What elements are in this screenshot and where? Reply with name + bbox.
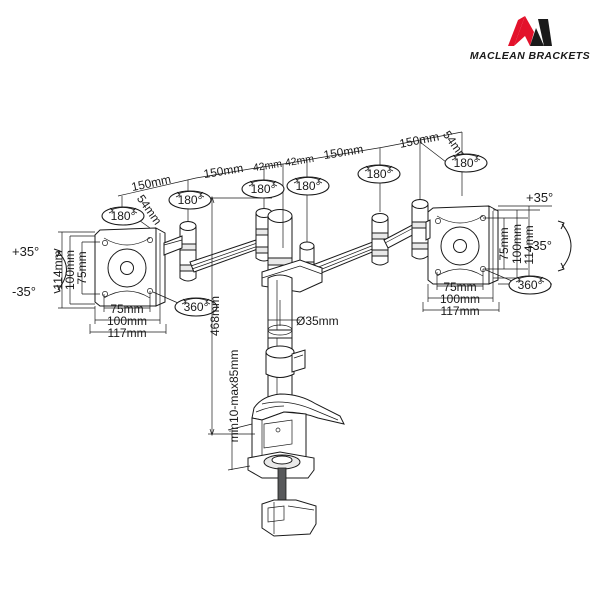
left-width-117-label: 117mm bbox=[107, 326, 146, 340]
center-left-gap-label: 42mm bbox=[252, 158, 283, 174]
left-rotation-label: 360° bbox=[184, 300, 209, 314]
right-inner-arm-label: 150mm bbox=[323, 142, 365, 162]
right-height-100-label: 100mm bbox=[510, 224, 524, 264]
left-tilt-arc bbox=[53, 248, 67, 294]
right-width-117-label: 117mm bbox=[440, 304, 479, 318]
logo-wordmark: MACLEAN BRACKETS bbox=[470, 50, 590, 62]
badge-left-inner-180: 180° bbox=[168, 190, 212, 210]
right-inner-joint bbox=[371, 213, 389, 266]
center-pole bbox=[265, 274, 306, 404]
badge-center-left-180-label: 180° bbox=[251, 182, 276, 196]
right-vesa-plate bbox=[427, 205, 499, 285]
badge-right-outer-180-label: 180° bbox=[454, 156, 479, 170]
left-width-100-label: 100mm bbox=[107, 314, 147, 328]
badge-left-outer-180: 180° bbox=[101, 206, 145, 226]
left-height-75-label: 75mm bbox=[75, 251, 89, 284]
clamp-range-label: min10-max85mm bbox=[227, 350, 241, 443]
column-height-label: 468mm bbox=[208, 296, 222, 336]
right-width-75-label: 75mm bbox=[443, 280, 476, 294]
brand-logo: MACLEAN BRACKETS bbox=[452, 14, 592, 62]
left-vertical-dims bbox=[58, 231, 100, 309]
badge-left-outer-180-label: 180° bbox=[111, 209, 136, 223]
right-rotation-badge: 360° bbox=[485, 269, 552, 295]
mount-arms-assembly bbox=[163, 199, 431, 301]
badge-right-inner-180: 180° bbox=[357, 164, 401, 184]
pole-diameter-label: Ø35mm bbox=[296, 314, 339, 328]
badge-left-inner-180-label: 180° bbox=[178, 193, 203, 207]
right-rotation-label: 360° bbox=[518, 278, 543, 292]
logo-svg: MACLEAN BRACKETS bbox=[470, 16, 590, 62]
desk-clamp-base bbox=[247, 393, 345, 537]
right-outer-arm-label: 150mm bbox=[398, 129, 440, 150]
right-horizontal-dims bbox=[422, 269, 500, 312]
left-horizontal-dims bbox=[89, 291, 167, 334]
clamp-range-dim bbox=[227, 423, 253, 471]
right-tilt-arc bbox=[557, 220, 572, 272]
right-height-114-label: 114mm bbox=[522, 225, 536, 264]
center-right-gap-label: 42mm bbox=[284, 153, 315, 169]
left-vesa-plate bbox=[94, 227, 166, 307]
badge-center-left-180: 180° bbox=[241, 179, 285, 199]
right-tilt-up-label: +35° bbox=[526, 190, 553, 205]
badge-center-right-180-label: 180° bbox=[296, 179, 321, 193]
badge-right-outer-180: 180° bbox=[444, 153, 488, 173]
right-width-100-label: 100mm bbox=[440, 292, 480, 306]
left-tilt-up-label: +35° bbox=[12, 244, 39, 259]
left-inner-arm-label: 150mm bbox=[203, 161, 245, 181]
left-rotation-badge: 360° bbox=[152, 291, 218, 317]
right-outer-joint bbox=[411, 199, 429, 260]
cable-clip bbox=[265, 345, 306, 378]
badge-center-right-180: 180° bbox=[286, 176, 330, 196]
left-outer-arm-label: 150mm bbox=[130, 172, 172, 194]
left-height-100-label: 100mm bbox=[63, 250, 77, 290]
right-tilt-down-label: -35° bbox=[528, 238, 552, 253]
maclean-m-mark bbox=[508, 16, 552, 46]
left-width-75-label: 75mm bbox=[110, 302, 143, 316]
pole-diameter-dim bbox=[268, 300, 300, 326]
left-tilt-down-label: -35° bbox=[12, 284, 36, 299]
left-height-114-label: 114mm bbox=[51, 250, 65, 289]
badge-right-inner-180-label: 180° bbox=[367, 167, 392, 181]
right-height-75-label: 75mm bbox=[497, 227, 511, 260]
